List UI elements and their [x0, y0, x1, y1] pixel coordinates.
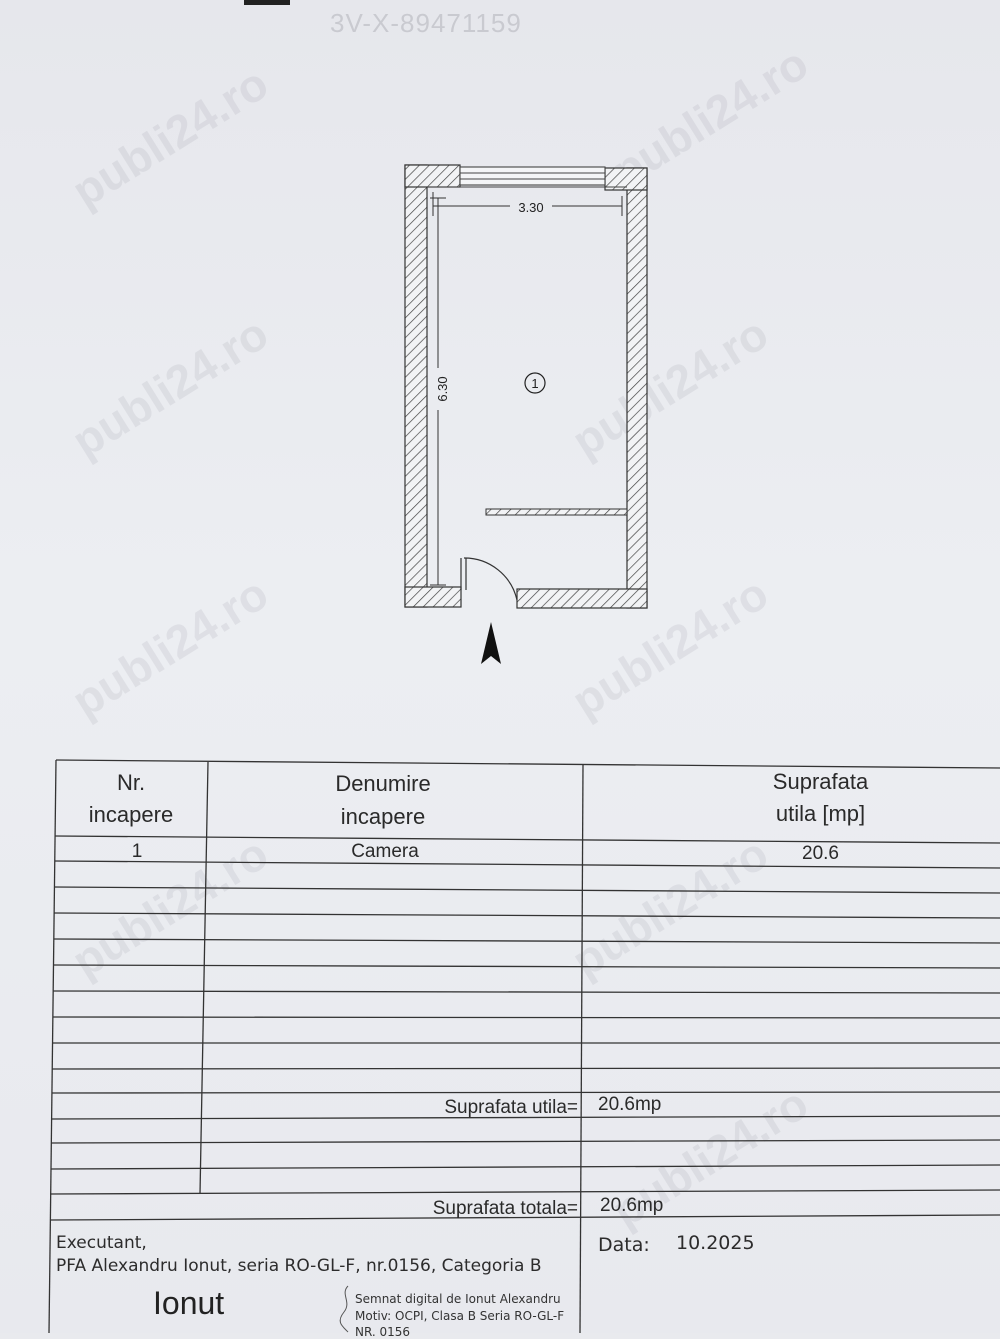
window	[459, 166, 606, 186]
width-dimension	[432, 192, 623, 216]
date-value: 10.2025	[676, 1232, 755, 1254]
length-dimension	[430, 197, 446, 586]
total-area-value: 20.6mp	[600, 1195, 664, 1216]
signature-line-3: NR. 0156	[355, 1325, 411, 1339]
signature-mark-icon	[339, 1285, 349, 1333]
door	[460, 557, 518, 601]
useful-area-value: 20.6mp	[598, 1094, 662, 1115]
executant-label: Executant,	[56, 1233, 147, 1253]
date-label: Data:	[598, 1234, 650, 1256]
header-name-line1: Denumire	[335, 771, 431, 796]
signature-name: Ionut	[153, 1285, 225, 1321]
executant-details: PFA Alexandru Ionut, seria RO-GL-F, nr.0…	[56, 1256, 542, 1276]
partition-wall	[485, 508, 628, 516]
entrance-arrow-icon	[481, 622, 501, 664]
signature-line-2: Motiv: OCPI, Clasa B Seria RO-GL-F	[355, 1309, 565, 1323]
header-name-line2: incapere	[340, 804, 426, 829]
row1-area: 20.6	[802, 843, 839, 864]
total-area-label: Suprafata totala=	[432, 1198, 578, 1219]
row1-name: Camera	[351, 841, 419, 862]
width-label: 3.30	[518, 200, 543, 215]
row1-nr: 1	[131, 841, 143, 862]
header-area-line2: utila [mp]	[775, 801, 866, 826]
header-nr-line1: Nr.	[116, 770, 146, 795]
length-label: 6.30	[435, 376, 450, 401]
useful-area-label: Suprafata utila=	[444, 1097, 578, 1118]
signature-line-1: Semnat digital de Ionut Alexandru	[355, 1292, 561, 1306]
walls	[404, 164, 648, 609]
header-nr-line2: incapere	[88, 802, 174, 827]
floor-plan: 3.30 6.30 1	[404, 164, 648, 664]
room-number: 1	[531, 376, 538, 391]
top-edge-mark	[244, 0, 290, 5]
room-number-circle	[524, 372, 546, 394]
header-area-line1: Suprafata	[772, 769, 869, 794]
faint-header-text: 3V-X-89471159	[330, 8, 522, 38]
